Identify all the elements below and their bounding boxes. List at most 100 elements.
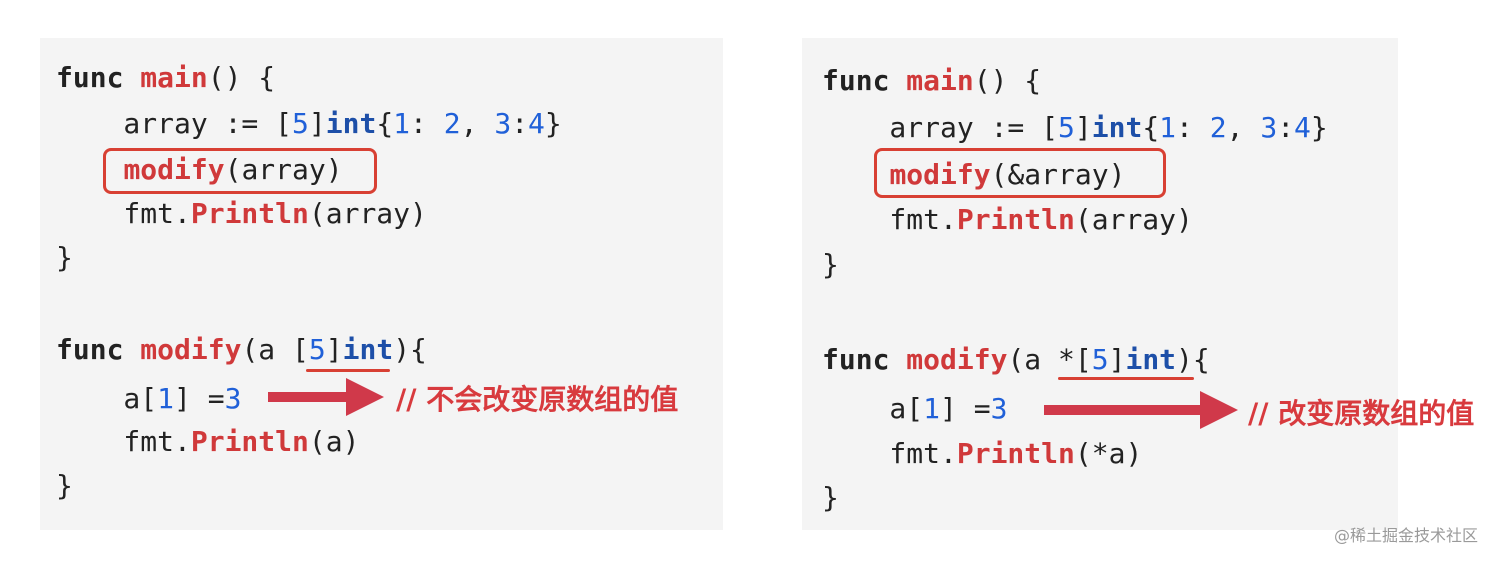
code-line-left-8: a[1] =3 (56, 381, 241, 417)
code-line-right-5: } (822, 247, 839, 283)
code-token: ] (1074, 111, 1092, 144)
code-token: , (1226, 111, 1261, 144)
code-token: : (1277, 111, 1295, 144)
code-token: a[ (56, 382, 158, 415)
code-token: 2 (1209, 111, 1227, 144)
code-token: ] (325, 333, 343, 366)
code-token: : (511, 107, 529, 140)
code-token: } (822, 248, 839, 281)
code-line-left-7: func modify(a [5]int){ (56, 332, 427, 368)
code-token: (*a) (1074, 437, 1143, 470)
code-token: Println (956, 203, 1075, 236)
code-line-right-3: modify(&array) (822, 157, 1125, 193)
code-line-left-10: } (56, 468, 73, 504)
code-token: 1 (1159, 111, 1177, 144)
code-token: } (1310, 111, 1328, 144)
underline-param-type-right (1058, 377, 1194, 380)
code-token: Println (190, 425, 309, 458)
code-token: (array) (308, 197, 427, 230)
comment-no-change: // 不会改变原数组的值 (396, 383, 679, 416)
code-token: 4 (1294, 111, 1311, 144)
code-token: ] = (940, 392, 991, 425)
code-line-left-1: func main() { (56, 60, 275, 96)
code-token: () { (207, 61, 276, 94)
code-token: ] = (174, 382, 225, 415)
arrow-right-icon (268, 378, 384, 416)
code-token: Println (956, 437, 1075, 470)
code-token: 1 (393, 107, 411, 140)
code-token: fmt. (822, 437, 957, 470)
code-token: ){ (1176, 343, 1210, 376)
code-line-left-9: fmt.Println(a) (56, 424, 359, 460)
code-token: 4 (528, 107, 545, 140)
code-token: ] (308, 107, 326, 140)
code-token: a[ (822, 392, 924, 425)
code-token: 1 (923, 392, 941, 425)
code-token: 5 (308, 333, 326, 366)
arrow-right-icon (1044, 391, 1238, 429)
code-token: 5 (1058, 111, 1075, 144)
code-token: () { (973, 64, 1042, 97)
code-token: { (1142, 111, 1160, 144)
code-token (123, 61, 140, 94)
code-token: modify (889, 158, 991, 191)
code-token (123, 333, 140, 366)
code-line-left-5: } (56, 240, 73, 276)
code-token: } (56, 469, 73, 502)
code-token: modify (906, 343, 1008, 376)
code-line-right-9: fmt.Println(*a) (822, 436, 1142, 472)
code-panel-right (802, 38, 1398, 530)
code-line-right-4: fmt.Println(array) (822, 202, 1193, 238)
code-token: 3 (224, 382, 242, 415)
code-token: func (822, 64, 890, 97)
code-line-right-10: } (822, 480, 839, 516)
code-token: int (1125, 343, 1177, 376)
code-token: { (376, 107, 394, 140)
code-token: (array) (224, 153, 343, 186)
code-panel-left (40, 38, 723, 530)
code-token: , (460, 107, 495, 140)
code-token: ] (1108, 343, 1126, 376)
code-token: func (56, 333, 124, 366)
watermark: @稀土掘金技术社区 (1334, 526, 1479, 545)
code-token: Println (190, 197, 309, 230)
underline-param-type-left (306, 369, 390, 372)
code-line-left-4: fmt.Println(array) (56, 196, 427, 232)
code-token: main (906, 64, 974, 97)
code-token (889, 343, 906, 376)
code-token: (a [ (241, 333, 309, 366)
code-token: (a *[ (1007, 343, 1092, 376)
code-token: 3 (990, 392, 1008, 425)
code-token: 2 (443, 107, 461, 140)
code-token: : (410, 107, 444, 140)
code-token: fmt. (822, 203, 957, 236)
code-line-left-3: modify(array) (56, 152, 343, 188)
code-line-right-8: a[1] =3 (822, 391, 1007, 427)
code-token: modify (123, 153, 225, 186)
code-token: ){ (393, 333, 427, 366)
code-token: } (544, 107, 562, 140)
code-line-right-1: func main() { (822, 63, 1041, 99)
code-line-left-2: array := [5]int{1: 2, 3:4} (56, 106, 562, 142)
code-token: 1 (157, 382, 175, 415)
code-token: 5 (1091, 343, 1109, 376)
code-token: modify (140, 333, 242, 366)
code-token: func (822, 343, 890, 376)
code-token: (a) (308, 425, 360, 458)
code-token: array := [ (822, 111, 1059, 144)
code-line-right-7: func modify(a *[5]int){ (822, 342, 1210, 378)
code-token: main (140, 61, 208, 94)
comment-changes-original: // 改变原数组的值 (1248, 397, 1475, 430)
code-token: 5 (292, 107, 309, 140)
highlight-box-modify-call-right (874, 148, 1166, 198)
code-token: int (342, 333, 394, 366)
code-token (889, 64, 906, 97)
code-line-right-2: array := [5]int{1: 2, 3:4} (822, 110, 1328, 146)
code-token: fmt. (56, 197, 191, 230)
code-token: (&array) (990, 158, 1126, 191)
code-token: array := [ (56, 107, 293, 140)
code-token: (array) (1074, 203, 1193, 236)
highlight-box-modify-call-left (103, 148, 377, 194)
code-token: int (1091, 111, 1143, 144)
code-token: } (56, 241, 73, 274)
